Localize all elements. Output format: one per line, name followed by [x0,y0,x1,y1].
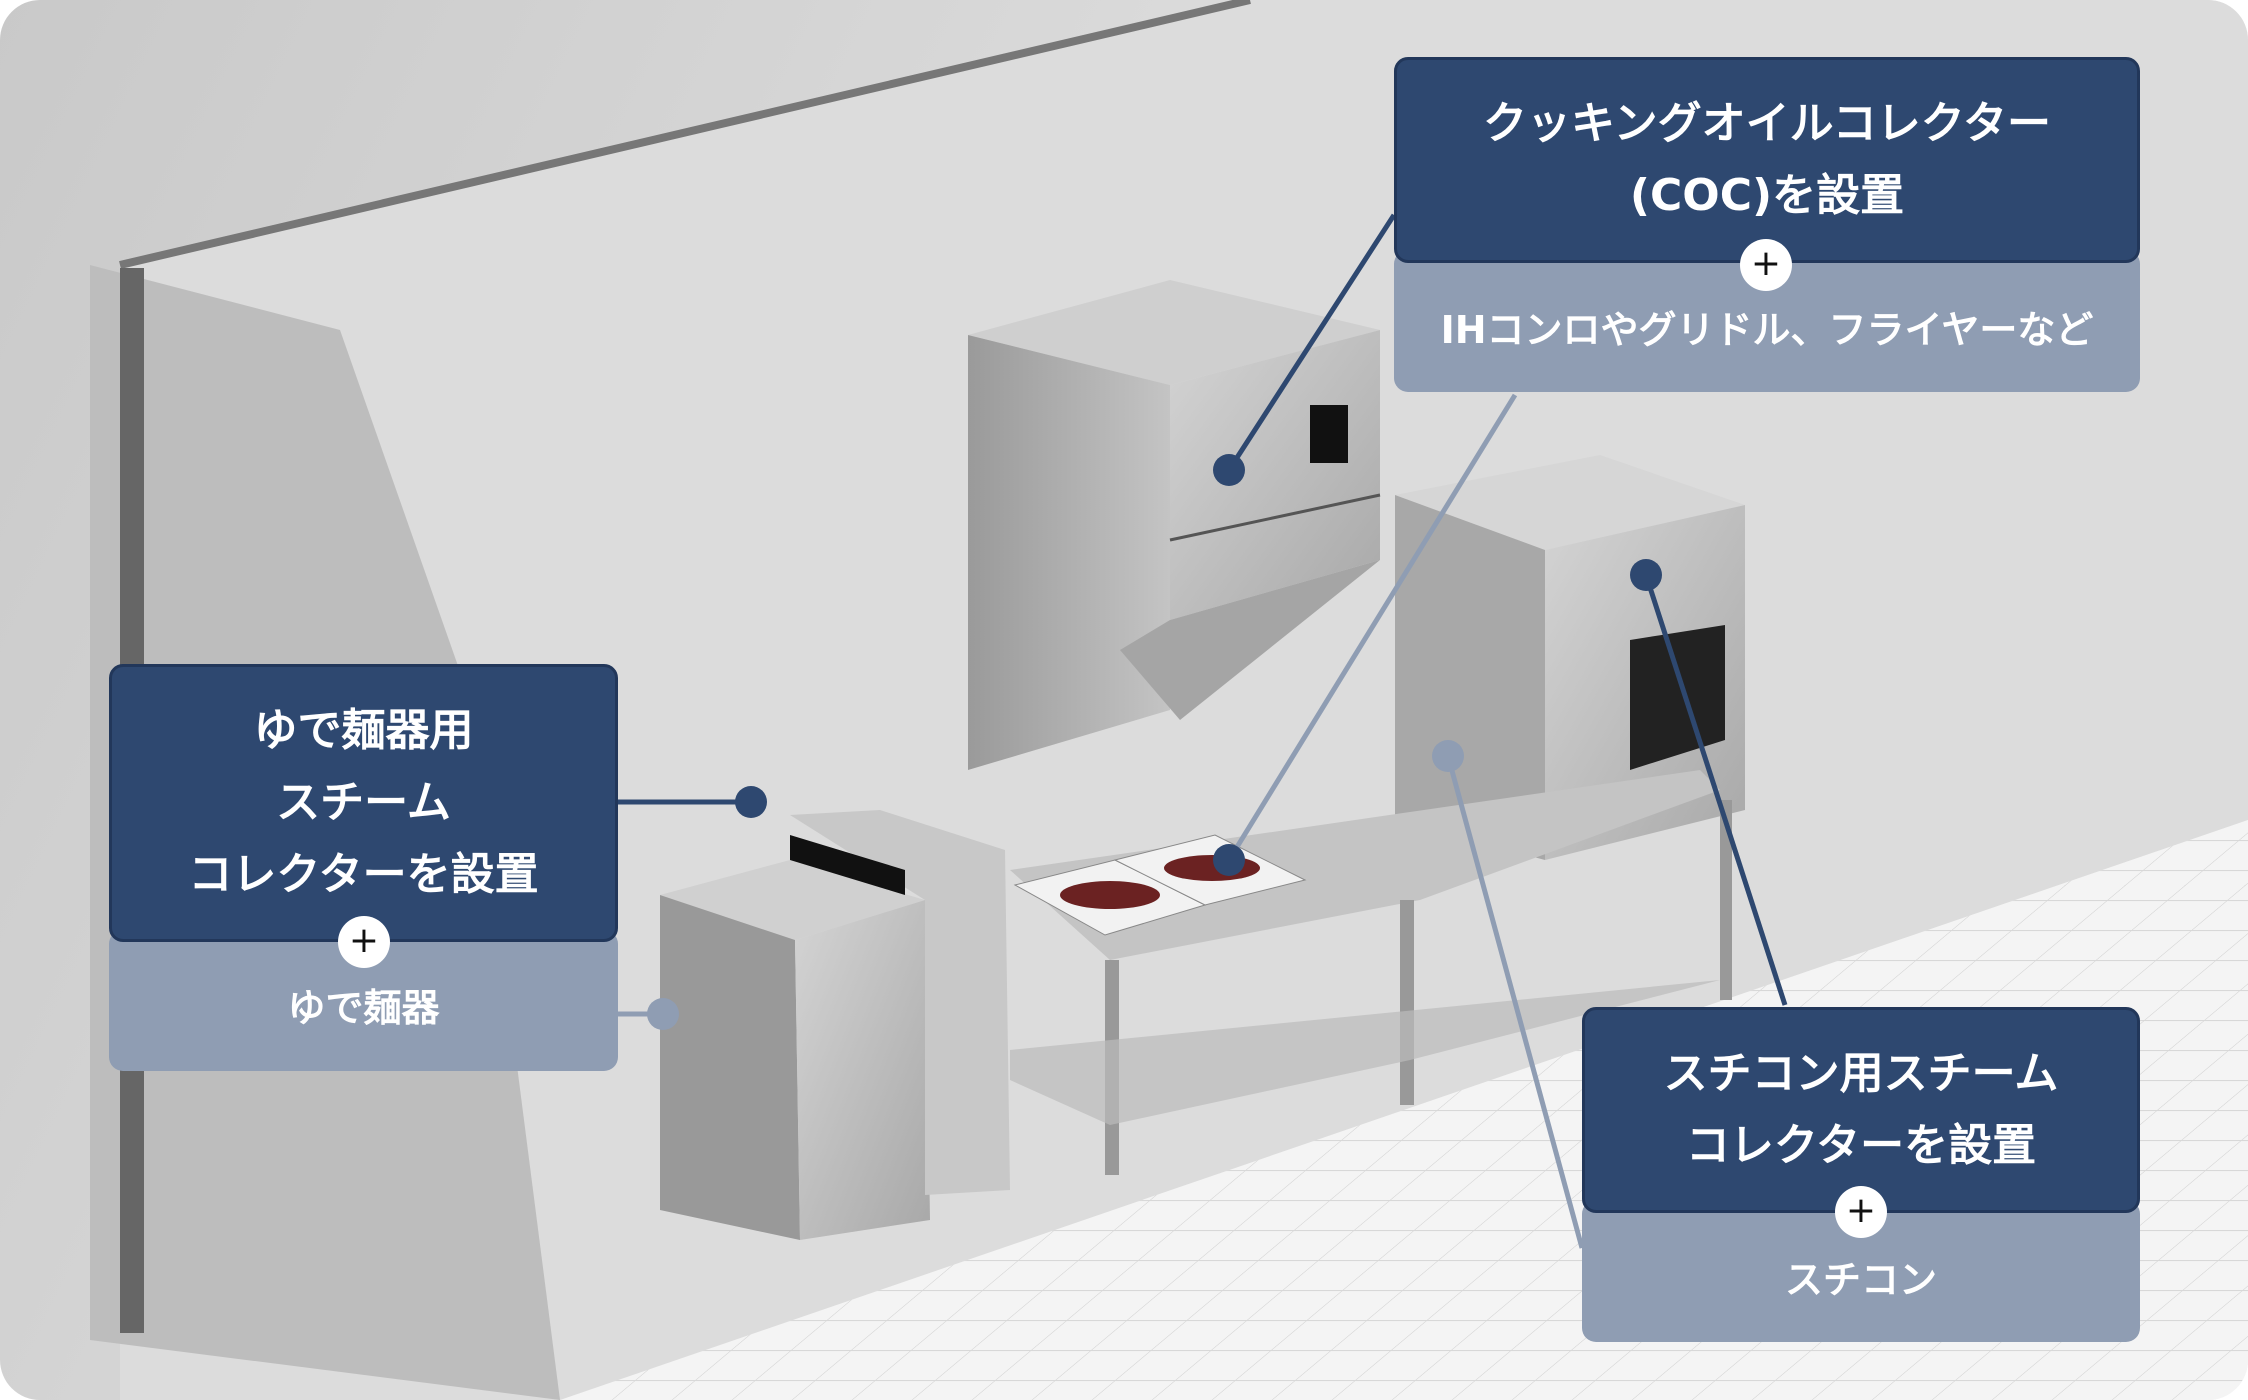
ceiling-edge [119,0,1251,269]
boiler-top [660,860,925,940]
coc-callout: クッキングオイルコレクター (COC)を設置 [1394,57,2140,263]
combi-target-text: スチコン [1784,1257,1937,1302]
boiler-collector-dot [735,786,767,818]
ih-dot [1213,844,1245,876]
hood-top [968,280,1380,385]
combi-window [1630,625,1725,770]
plus-icon: + [1835,1186,1887,1238]
plus-icon: + [1740,239,1792,291]
combi-left [1395,495,1545,860]
boiler-back [790,810,1010,1195]
coc-target-text: IHコンロやグリドル、フライヤーなど [1440,307,2094,352]
boiler-front [660,895,800,1240]
hood-left [968,335,1170,770]
callout-lines [618,213,1788,1249]
boiler-dot [647,998,679,1030]
boiler-title-line1: ゆで麺器用 [253,705,474,756]
coc-dot [1213,454,1245,486]
plus-icon: + [338,916,390,968]
boiler-title-line2: スチーム [276,777,451,828]
coc-title-line2: (COC)を設置 [1629,170,1905,221]
combi-title-line1: スチコン用スチーム [1663,1048,2059,1099]
coc-window [1310,405,1348,463]
hotspot-dots [647,454,1662,1030]
combi-dot [1432,740,1464,772]
work-table [1010,770,1720,960]
boiler-target-text: ゆで麺器 [287,986,440,1030]
combi-title-line2: コレクターを設置 [1685,1120,2037,1171]
boiler-title-line3: コレクターを設置 [188,849,539,900]
combi-top [1395,455,1745,550]
coc-unit [1170,330,1380,620]
combi-collector-dot [1630,559,1662,591]
combi-callout: スチコン用スチーム コレクターを設置 [1582,1007,2140,1213]
boiler-callout: ゆで麺器用 スチーム コレクターを設置 [109,664,618,942]
coc-title-line1: クッキングオイルコレクター [1482,98,2052,149]
